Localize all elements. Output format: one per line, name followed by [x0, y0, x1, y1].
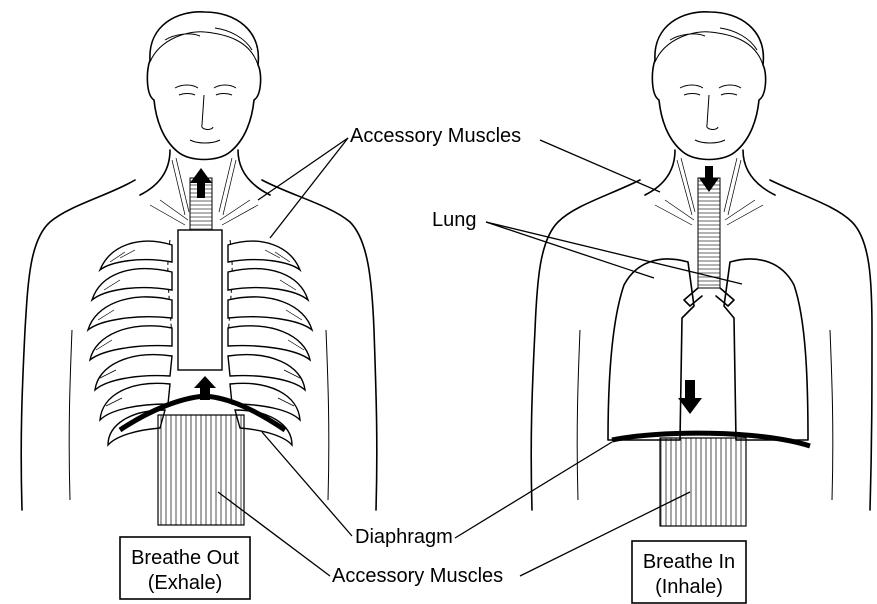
inhale-abdominal-muscles — [660, 438, 746, 526]
label-accessory-muscles-bottom: Accessory Muscles — [332, 565, 503, 587]
exhale-left-arm — [69, 330, 72, 500]
inhale-caption-line2: (Inhale) — [655, 576, 723, 598]
label-lung: Lung — [432, 209, 477, 231]
inhale-figure — [531, 12, 872, 526]
label-accessory-muscles-top: Accessory Muscles — [350, 125, 521, 147]
inhale-caption-line1: Breathe In — [643, 551, 735, 573]
inhale-right-arm — [830, 330, 833, 500]
exhale-caption-line2: (Exhale) — [148, 572, 222, 594]
inhale-caption-box: Breathe In (Inhale) — [632, 541, 746, 603]
inhale-hair — [655, 28, 763, 65]
inhale-head — [652, 12, 765, 160]
exhale-caption-line1: Breathe Out — [131, 547, 239, 569]
exhale-ribcage — [88, 230, 312, 445]
inhale-face — [680, 85, 741, 143]
inhale-lung-left — [608, 259, 694, 440]
label-diaphragm: Diaphragm — [355, 526, 453, 548]
exhale-abdominal-muscles — [158, 415, 244, 525]
exhale-hair — [150, 28, 258, 65]
exhale-caption-box: Breathe Out (Exhale) — [120, 537, 250, 599]
inhale-trachea — [698, 178, 720, 288]
inhale-left-arm — [577, 330, 580, 500]
inhale-lung-right — [724, 259, 808, 440]
exhale-face — [175, 85, 236, 143]
exhale-right-arm — [326, 330, 329, 500]
exhale-head — [147, 12, 260, 160]
exhale-figure — [21, 12, 377, 525]
